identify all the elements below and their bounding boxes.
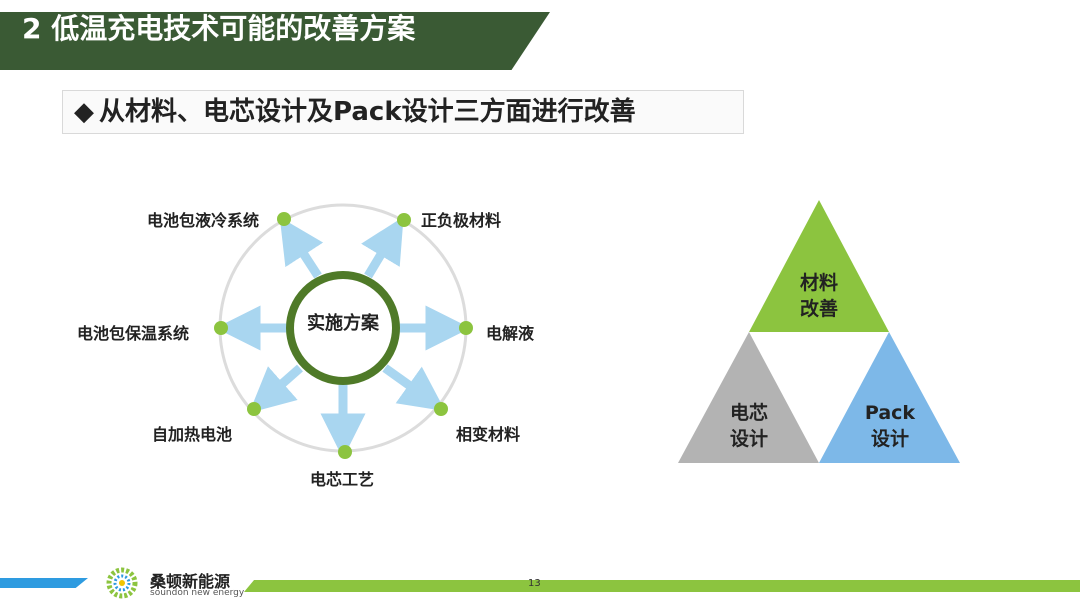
node-label-liquid-cooling: 电池包液冷系统	[147, 211, 260, 230]
footer-green-bar	[244, 580, 1080, 592]
slide-title: 2 低温充电技术可能的改善方案	[22, 12, 416, 45]
node-label-insulation: 电池包保温系统	[77, 324, 190, 343]
arrow-to-liquid-cooling	[279, 217, 324, 279]
node-dot-liquid-cooling	[277, 212, 291, 226]
node-label-phase-change: 相变材料	[456, 425, 521, 444]
node-dot-phase-change	[434, 402, 448, 416]
node-dot-self-heating	[247, 402, 261, 416]
node-dot-cell-process	[338, 445, 352, 459]
diamond-bullet-icon: ◆	[74, 97, 94, 127]
node-dot-insulation	[214, 321, 228, 335]
subtitle-text: 从材料、电芯设计及Pack设计三方面进行改善	[99, 97, 636, 127]
footer-blue-bar	[0, 578, 88, 588]
triangle-pack-design	[819, 332, 960, 463]
node-label-electrode-material: 正负极材料	[421, 211, 502, 230]
triangle-cell-design	[678, 332, 819, 463]
triangle-material	[749, 200, 889, 332]
arrow-to-electrode-material	[361, 216, 404, 279]
subtitle-box: ◆从材料、电芯设计及Pack设计三方面进行改善	[62, 90, 744, 134]
arrow-to-self-heating	[249, 364, 303, 413]
arrow-to-phase-change	[382, 364, 446, 412]
node-dot-electrode-material	[397, 213, 411, 227]
title-banner	[0, 12, 550, 70]
center-label: 实施方案	[307, 313, 379, 334]
node-dot-electrolyte	[459, 321, 473, 335]
company-logo-icon	[106, 567, 138, 599]
company-name: 桑顿新能源	[150, 572, 231, 591]
triangle-material-label: 材料改善	[799, 272, 838, 320]
page-number: 13	[528, 578, 541, 589]
node-label-electrolyte: 电解液	[486, 324, 535, 343]
node-label-cell-process: 电芯工艺	[310, 470, 375, 489]
company-name-en: soundon new energy	[150, 588, 245, 598]
triangle-cell-design-label: 电芯设计	[729, 402, 768, 450]
center-ring	[286, 271, 400, 385]
node-label-self-heating: 自加热电池	[152, 425, 233, 444]
